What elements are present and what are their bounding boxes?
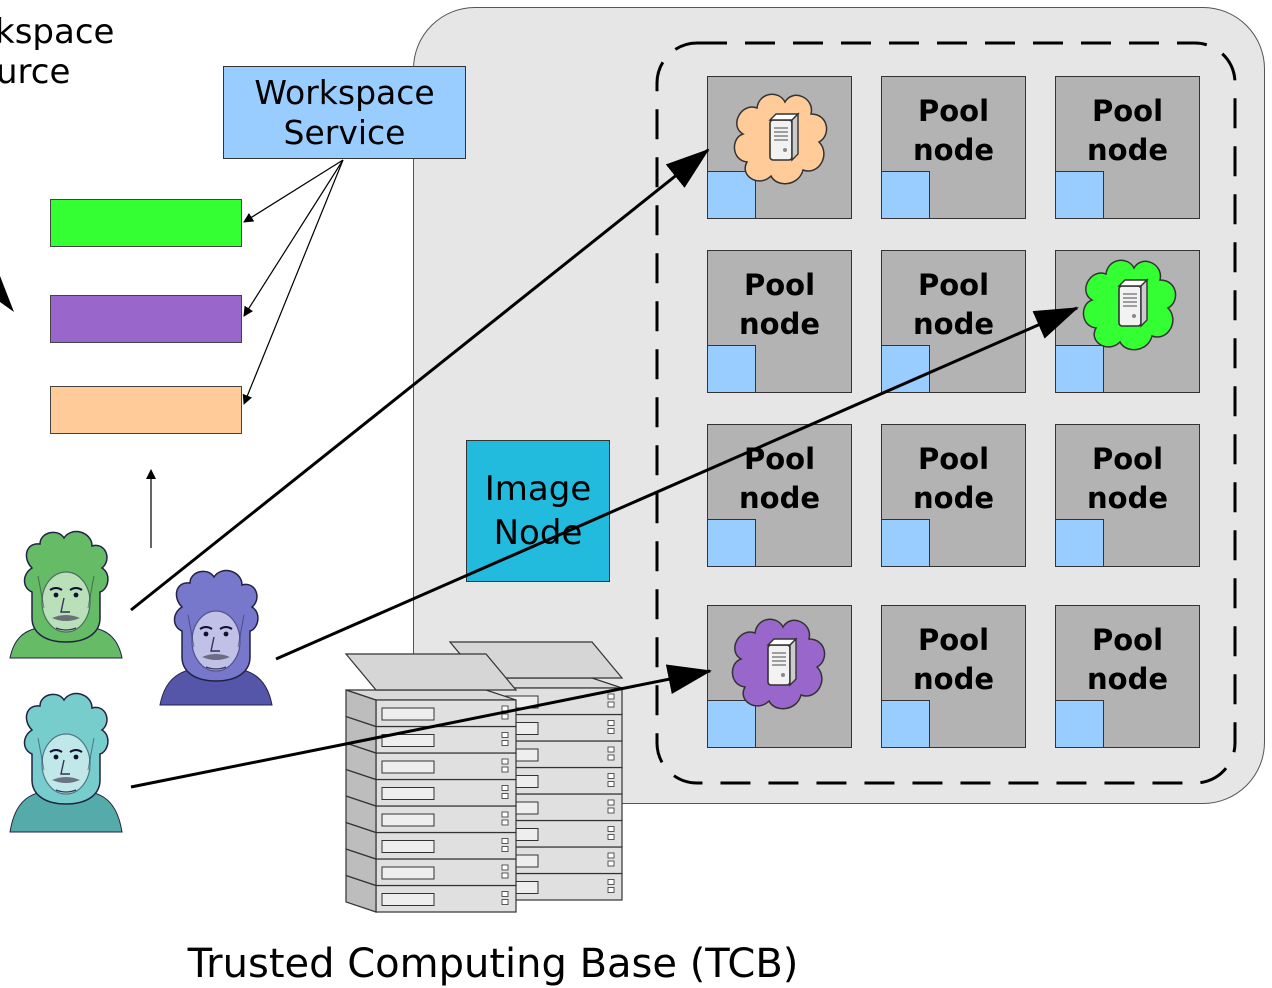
server-icon (767, 638, 797, 686)
workspace-resource-label-line1: kspace (0, 12, 115, 52)
service-to-green-arrow (243, 159, 344, 223)
image-node-label-line1: Image (484, 469, 592, 509)
pool-node-r4c2: Pool node (881, 605, 1026, 748)
pool-node-r3c2: Pool node (881, 424, 1026, 567)
workspace-service-box: Workspace Service (223, 66, 466, 159)
pool-boundary-dashed (655, 41, 1237, 785)
pool-node-label-line2: node (913, 307, 994, 341)
service-to-purple-arrow (243, 159, 344, 317)
server-unit (345, 689, 517, 728)
resource-bar-purple (50, 295, 242, 343)
pool-node-slot (1055, 171, 1104, 219)
pool-node-r1c3: Pool node (1055, 76, 1200, 219)
pool-node-label-line2: node (1087, 662, 1168, 696)
vm-green-cloud (1082, 259, 1177, 351)
tcb-label-text: Trusted Computing Base (TCB) (187, 941, 799, 987)
pool-node-slot (707, 700, 756, 748)
pool-node-r2c2: Pool node (881, 250, 1026, 393)
image-node-label-line2: Node (493, 513, 583, 553)
image-node-box: Image Node (466, 440, 610, 582)
pool-node-slot (1055, 345, 1104, 393)
pool-node-r3c3: Pool node (1055, 424, 1200, 567)
pool-node-slot (707, 171, 756, 219)
vm-purple-cloud (731, 618, 826, 710)
workspace-resource-label: kspace urce (0, 12, 119, 92)
pool-node-label-line2: node (913, 662, 994, 696)
resource-bar-green (50, 199, 242, 247)
user-green-icon (9, 530, 123, 659)
user-purple-to-vm-arrow (275, 306, 1079, 661)
resource-bar-orange (50, 386, 242, 434)
cropped-arrow-tip (0, 276, 14, 312)
pool-node-label-line2: node (913, 481, 994, 515)
pool-node-label-line1: Pool (917, 623, 990, 657)
pool-node-label-line1: Pool (743, 268, 816, 302)
workspace-service-label-line1: Workspace (254, 72, 435, 112)
pool-node-slot (881, 519, 930, 567)
pool-node-label-line1: Pool (1091, 442, 1164, 476)
user-teal-icon (9, 692, 123, 833)
server-stack-top (344, 653, 518, 691)
pool-node-label-line2: node (913, 133, 994, 167)
pool-node-slot (707, 345, 756, 393)
vm-orange-cloud (733, 93, 828, 185)
pool-node-label-line2: node (1087, 481, 1168, 515)
pool-node-label-line1: Pool (1091, 94, 1164, 128)
user-teal-to-vm-arrow (130, 664, 712, 789)
workspace-resource-label-line2: urce (0, 52, 71, 92)
pool-node-label-line2: node (739, 307, 820, 341)
pool-node-slot (881, 171, 930, 219)
pool-node-label-line2: node (739, 481, 820, 515)
pool-node-slot (881, 700, 930, 748)
workspace-service-label-line2: Service (283, 112, 406, 152)
server-rack-stack-icon (344, 641, 624, 913)
pool-node-slot (1055, 519, 1104, 567)
pool-node-slot (881, 345, 930, 393)
pool-node-r4c3: Pool node (1055, 605, 1200, 748)
pool-node-label-line1: Pool (1091, 623, 1164, 657)
pool-node-slot (707, 519, 756, 567)
pool-node-slot (1055, 700, 1104, 748)
pool-node-label-line1: Pool (917, 94, 990, 128)
pool-node-label-line1: Pool (917, 442, 990, 476)
pool-node-r1c2: Pool node (881, 76, 1026, 219)
user-purple-icon (159, 569, 273, 706)
service-to-orange-arrow (242, 159, 344, 405)
user-green-to-vm-arrow (130, 148, 710, 612)
pool-node-label-line2: node (1087, 133, 1168, 167)
server-icon (1118, 279, 1148, 327)
pool-node-r2c1: Pool node (707, 250, 852, 393)
server-icon (769, 113, 799, 161)
pool-node-label-line1: Pool (917, 268, 990, 302)
tcb-label: Trusted Computing Base (TCB) (0, 940, 1272, 988)
